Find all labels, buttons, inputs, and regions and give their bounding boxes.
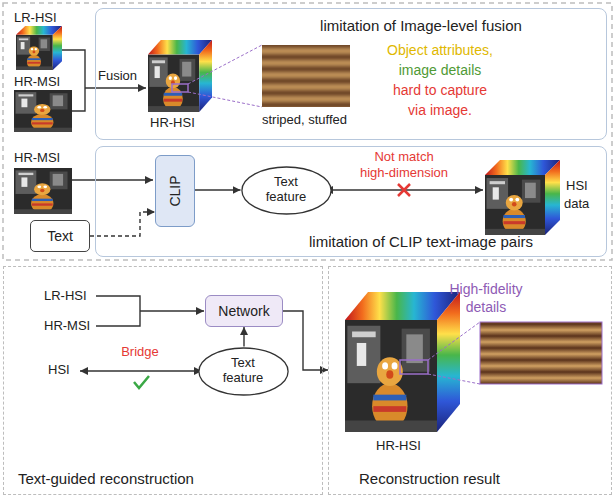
figure-label: data: [564, 196, 589, 212]
figure-label: Not match: [374, 149, 433, 165]
panel-title: Reconstruction result: [359, 470, 500, 488]
figure-label: LR-HSI: [44, 288, 87, 304]
figure-label: HR-MSI: [14, 150, 60, 166]
cross-mark: [398, 184, 410, 196]
figure-label: details: [466, 299, 506, 315]
figure-label: striped, stuffed: [262, 112, 347, 128]
figure-label: Object attributes,: [387, 42, 493, 58]
arrow-connector: [90, 212, 155, 236]
figure-label: HR-HSI: [376, 438, 421, 454]
ellipse-shape: [241, 166, 330, 213]
panel-title: limitation of CLIP text-image pairs: [246, 233, 596, 251]
figure-label: HR-HSI: [150, 115, 195, 131]
arrow-connector: [195, 189, 241, 190]
striped-patch: [480, 322, 602, 384]
msi-image: [14, 90, 72, 132]
ellipse-shape: [198, 347, 287, 394]
node-label: Network: [218, 303, 269, 319]
figure-label: High-fidelity: [449, 281, 522, 297]
flow-lines: [62, 50, 483, 371]
feature-ellipse: Text feature: [198, 347, 289, 396]
feature-ellipse: Text feature: [241, 166, 332, 215]
hsi-cube: [345, 292, 460, 432]
node-label: CLIP: [167, 175, 183, 206]
panel-title: Text-guided reconstruction: [18, 470, 194, 488]
figure-label: Bridge: [121, 344, 159, 360]
node-label: Text feature: [213, 356, 273, 386]
network-block: Network: [205, 295, 283, 327]
hsi-cube: [16, 26, 62, 70]
figure-label: high-dimension: [360, 165, 448, 181]
striped-patch: [256, 39, 356, 113]
msi-image: [14, 168, 72, 214]
arrow-connector: [243, 327, 244, 347]
clip-block: CLIP: [155, 155, 195, 227]
text-box: Text: [30, 220, 90, 252]
figure-label: hard to capture: [393, 82, 487, 98]
check-mark: [134, 376, 149, 388]
figure-label: Fusion: [98, 68, 137, 84]
limitation-box: limitation of CLIP text-image pairs CLIP T…: [95, 146, 607, 257]
figure-label: HR-MSI: [44, 318, 90, 334]
figure-label: image details: [399, 62, 482, 78]
node-label: Text feature: [256, 175, 316, 205]
figure-label: HSI: [48, 362, 70, 378]
figure-label: via image.: [408, 102, 472, 118]
figure-label: HR-MSI: [14, 74, 60, 90]
node-label: Text: [47, 228, 73, 244]
panel-title: limitation of Image-level fusion: [246, 17, 596, 35]
figure-label: LR-HSI: [14, 10, 57, 26]
figure-label: HSI: [566, 178, 588, 194]
arrow-connector: [283, 311, 328, 370]
hsi-cube: [485, 160, 560, 235]
dashed-panel: [3, 3, 612, 260]
